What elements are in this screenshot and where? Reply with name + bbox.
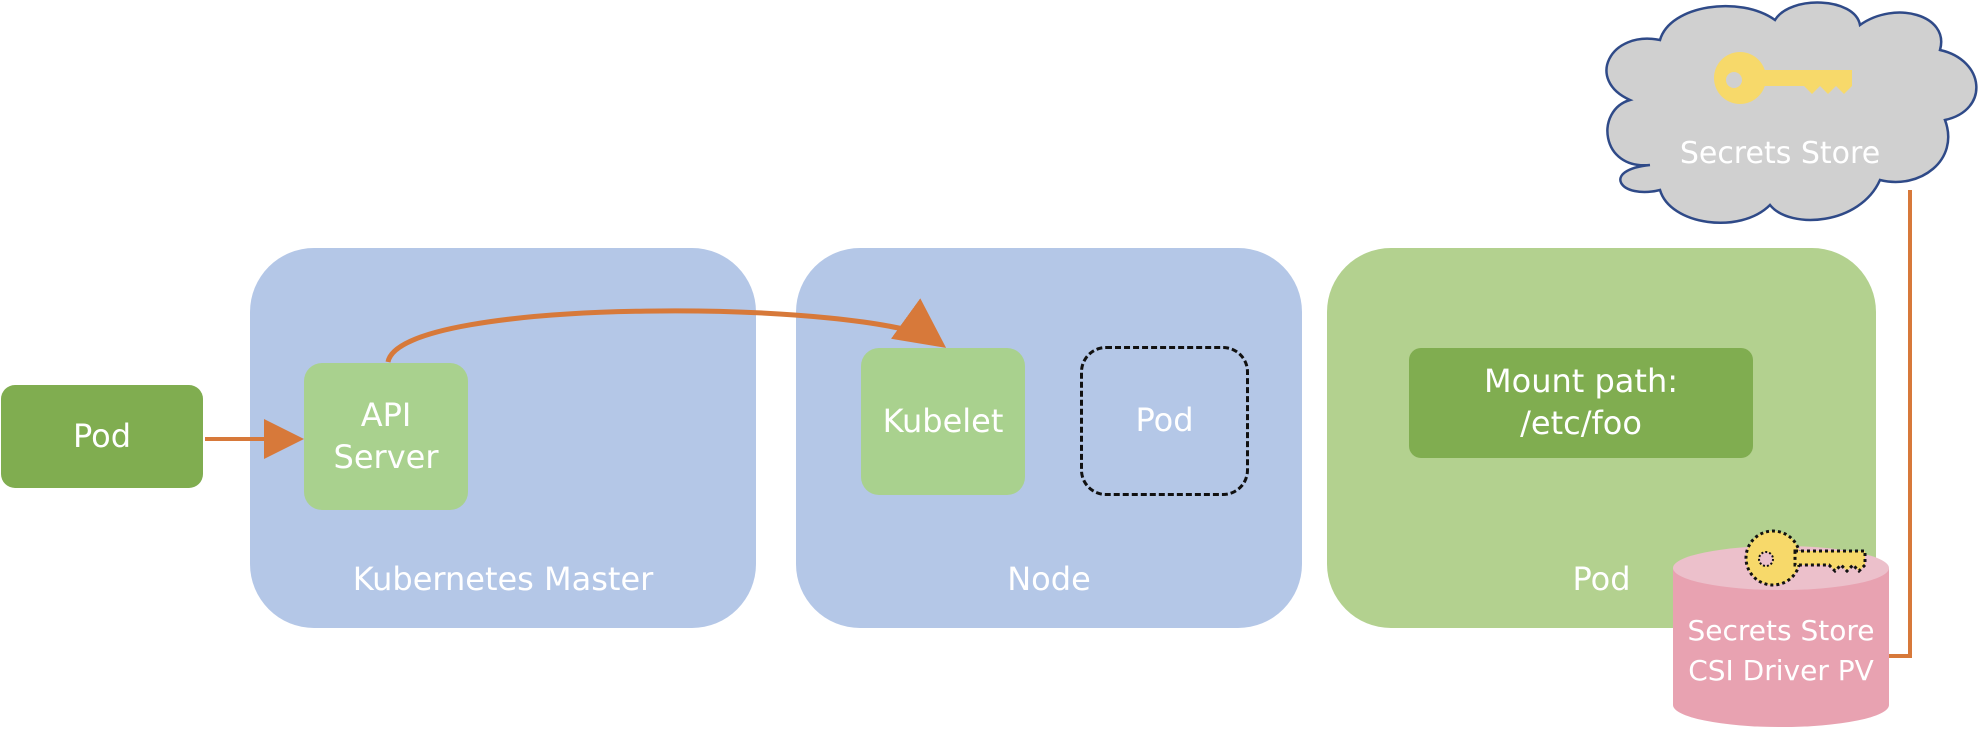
node-label: Node xyxy=(1007,560,1091,598)
kubernetes-master-label: Kubernetes Master xyxy=(352,560,654,598)
node-pod-placeholder[interactable]: Pod xyxy=(1080,346,1249,496)
mount-path-label: Mount path: /etc/foo xyxy=(1484,362,1678,442)
api-server-box[interactable]: API Server xyxy=(304,363,468,510)
csi-driver-label-line2: CSI Driver PV xyxy=(1688,654,1874,687)
external-pod-label: Pod xyxy=(72,416,132,455)
key-icon xyxy=(1714,52,1852,104)
secrets-store-cloud[interactable]: Secrets Store xyxy=(1605,1,1978,224)
kubelet-box[interactable]: Kubelet xyxy=(861,348,1025,495)
secrets-store-label: Secrets Store xyxy=(1680,136,1880,171)
pod-panel-label: Pod xyxy=(1572,560,1631,598)
mount-path-box[interactable]: Mount path: /etc/foo xyxy=(1409,348,1753,458)
cloud-to-csi-connector xyxy=(1888,190,1912,658)
node-pod-label: Pod xyxy=(1135,401,1194,440)
external-pod-box[interactable]: Pod xyxy=(1,385,203,488)
kubelet-label: Kubelet xyxy=(882,401,1004,440)
api-server-label: API Server xyxy=(333,395,439,476)
